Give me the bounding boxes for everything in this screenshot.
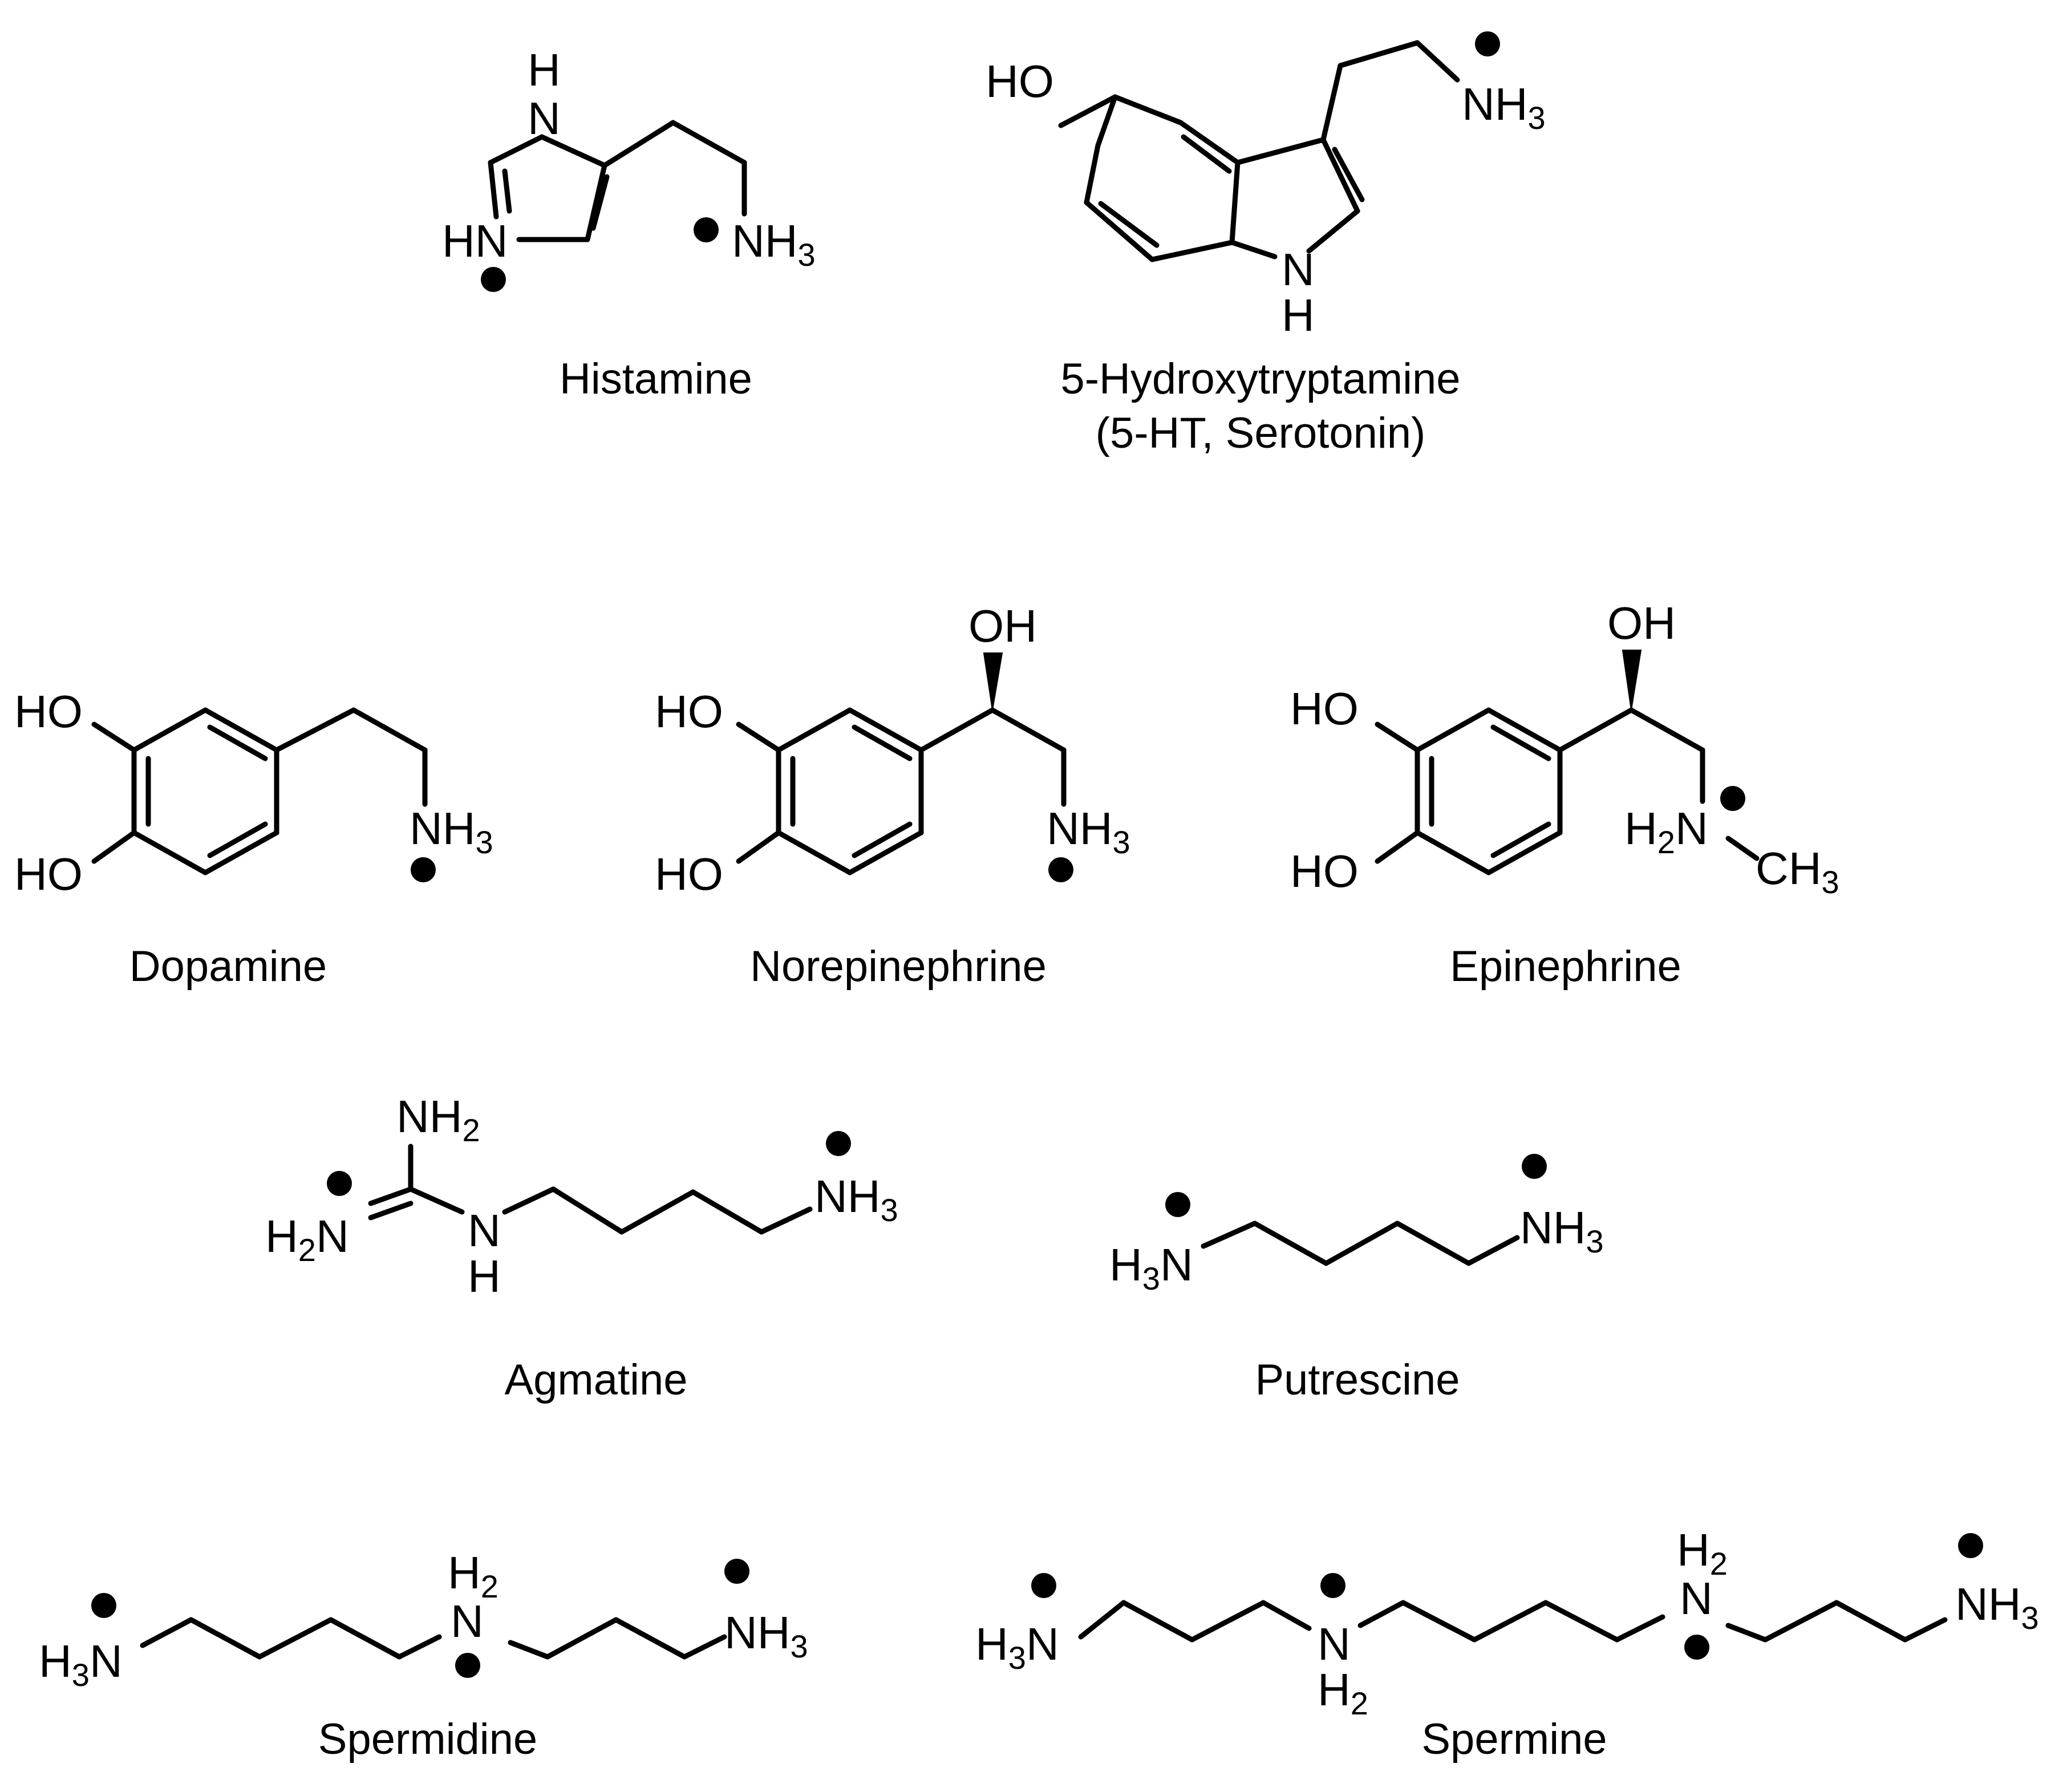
histamine-h-atom: H	[528, 44, 561, 95]
spermine-right-charge-icon	[1958, 1533, 1983, 1558]
norepinephrine-charge-icon	[1048, 857, 1073, 882]
norepinephrine-ho-top-atom: HO	[655, 686, 723, 737]
spermine-h3n-atom: H3N	[975, 1619, 1059, 1676]
putrescine-h3n-atom: H3N	[1109, 1239, 1193, 1296]
spermidine-right-charge-icon	[724, 1559, 749, 1584]
histamine-nh3-atom: NH3	[732, 216, 816, 273]
agmatine-amine-charge-icon	[826, 1131, 851, 1156]
dopamine-ho-top-atom: HO	[14, 686, 83, 737]
norepinephrine-name: Norepinephrine	[750, 942, 1047, 991]
molecule-histamine: N H HN NH3 Histamine	[442, 44, 816, 403]
histamine-ring-charge-icon	[481, 267, 506, 292]
spermine-nh3-atom: NH3	[1955, 1579, 2039, 1636]
molecule-spermidine: H3N H2 N NH3 Spermidine	[39, 1547, 808, 1763]
spermine-n2-atom: N	[1680, 1573, 1713, 1624]
molecule-spermine: H3N N H2 H2 N NH3 Spermine	[975, 1525, 2039, 1763]
spermidine-nh2-h-atom: H2	[448, 1547, 498, 1604]
serotonin-amine-charge-icon	[1475, 31, 1500, 56]
dopamine-ho-bottom-atom: HO	[14, 849, 83, 899]
histamine-bonds	[488, 120, 747, 242]
serotonin-h-atom: H	[1282, 290, 1315, 340]
serotonin-nh3-atom: NH3	[1462, 79, 1546, 136]
spermine-n1-h2-atom: H2	[1318, 1664, 1368, 1721]
serotonin-bonds	[1058, 40, 1460, 262]
epinephrine-ho-bottom-atom: HO	[1290, 846, 1359, 897]
epinephrine-ch3-atom: CH3	[1756, 843, 1839, 900]
spermine-n1-atom: N	[1318, 1619, 1351, 1669]
norepinephrine-wedge-bond	[983, 652, 1003, 711]
agmatine-bonds	[368, 1144, 813, 1235]
agmatine-h-atom: H	[468, 1251, 501, 1302]
spermine-n2-charge-icon	[1684, 1635, 1709, 1660]
norepinephrine-ho-bottom-atom: HO	[655, 849, 723, 899]
spermine-bonds	[1078, 1600, 1948, 1643]
dopamine-bonds	[91, 707, 428, 875]
histamine-n-atom: N	[528, 93, 561, 144]
molecule-serotonin: HO NH3 N H 5-Hydroxytryptamine (5-HT, Se…	[986, 31, 1546, 457]
spermidine-name: Spermidine	[318, 1715, 537, 1763]
epinephrine-bonds	[1375, 707, 1760, 875]
serotonin-name-line2: (5-HT, Serotonin)	[1096, 409, 1426, 457]
spermidine-bonds	[140, 1617, 727, 1660]
dopamine-charge-icon	[411, 857, 436, 882]
molecule-dopamine: HO HO NH3 Dopamine	[14, 686, 493, 991]
epinephrine-oh-atom: OH	[1607, 598, 1676, 648]
dopamine-name: Dopamine	[129, 942, 327, 991]
spermidine-nh3-atom: NH3	[724, 1607, 808, 1664]
dopamine-nh3-atom: NH3	[410, 803, 493, 860]
serotonin-name-line1: 5-Hydroxytryptamine	[1060, 355, 1460, 403]
agmatine-h2n-atom: H2N	[265, 1211, 349, 1268]
putrescine-left-charge-icon	[1165, 1192, 1190, 1217]
epinephrine-name: Epinephrine	[1450, 942, 1681, 991]
agmatine-guanidinium-charge-icon	[327, 1171, 352, 1196]
serotonin-n-atom: N	[1282, 244, 1315, 295]
norepinephrine-nh3-atom: NH3	[1047, 803, 1130, 860]
histamine-amine-charge-icon	[694, 217, 719, 242]
spermidine-middle-charge-icon	[455, 1653, 480, 1678]
spermine-name: Spermine	[1421, 1715, 1607, 1763]
spermine-left-charge-icon	[1031, 1573, 1056, 1598]
norepinephrine-bonds	[736, 707, 1067, 875]
epinephrine-h2n-atom: H2N	[1624, 803, 1708, 860]
molecule-putrescine: H3N NH3 Putrescine	[1109, 1154, 1604, 1404]
spermine-n1-charge-icon	[1320, 1573, 1345, 1598]
putrescine-name: Putrescine	[1255, 1356, 1460, 1404]
histamine-name: Histamine	[560, 355, 752, 403]
molecule-norepinephrine: OH HO HO NH3 Norepinephrine	[655, 601, 1130, 991]
molecule-epinephrine: OH HO HO H2N CH3 Epinephrine	[1290, 598, 1839, 991]
molecule-agmatine: NH2 H2N N H NH3 Agmatine	[265, 1091, 898, 1404]
putrescine-nh3-atom: NH3	[1520, 1202, 1604, 1259]
agmatine-n-atom: N	[468, 1205, 501, 1256]
spermidine-nh2-n-atom: N	[451, 1596, 484, 1647]
putrescine-bonds	[1201, 1221, 1520, 1266]
norepinephrine-oh-atom: OH	[968, 601, 1037, 651]
spermidine-h3n-atom: H3N	[39, 1636, 123, 1693]
spermine-n2-h2-atom: H2	[1677, 1525, 1728, 1582]
putrescine-right-charge-icon	[1522, 1154, 1547, 1179]
epinephrine-ho-top-atom: HO	[1290, 683, 1359, 734]
agmatine-nh2-top-atom: NH2	[396, 1091, 480, 1148]
epinephrine-charge-icon	[1720, 786, 1745, 811]
epinephrine-wedge-bond	[1622, 650, 1642, 711]
agmatine-nh3-atom: NH3	[814, 1171, 898, 1228]
agmatine-name: Agmatine	[504, 1356, 687, 1404]
spermidine-left-charge-icon	[91, 1593, 116, 1618]
histamine-hn-atom: HN	[442, 216, 508, 266]
serotonin-ho-atom: HO	[986, 56, 1054, 107]
